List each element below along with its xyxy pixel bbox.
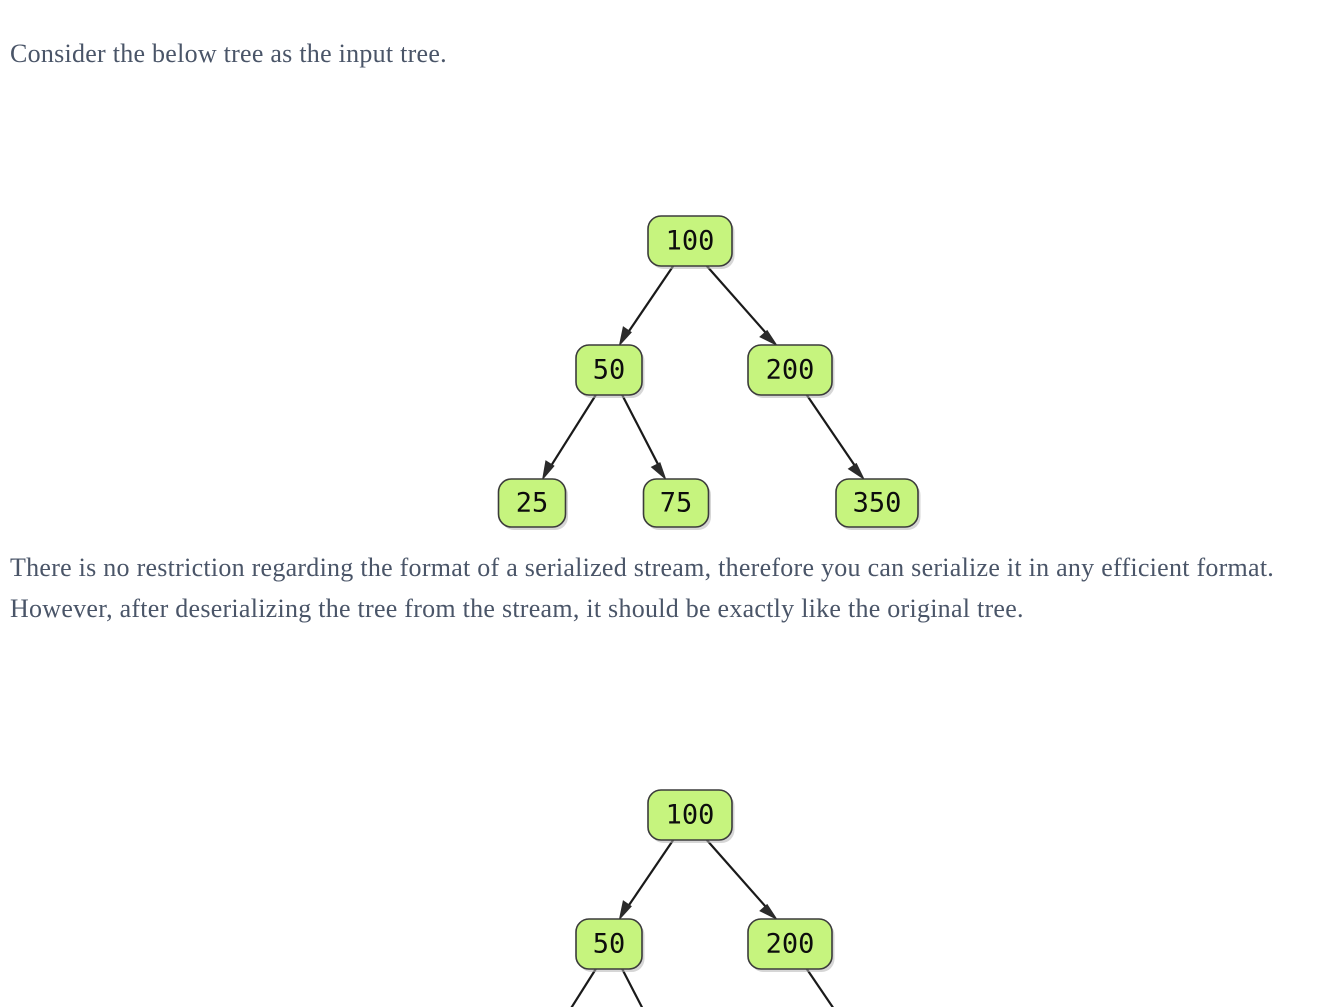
tree-node-75: 75 <box>642 478 711 530</box>
tree-edge-right-to-right-right <box>805 968 834 1007</box>
tree-node-label: 100 <box>666 226 715 257</box>
tree-node-25: 25 <box>497 478 568 530</box>
tree-node-label: 75 <box>660 488 693 519</box>
tree-node-label: 350 <box>853 488 902 519</box>
tree-node-box <box>647 215 733 267</box>
tree-node-box <box>747 918 833 970</box>
tree-edge-left-to-left-left <box>541 394 597 481</box>
tree-node-label: 100 <box>666 800 715 831</box>
tree-node-200: 200 <box>747 344 835 398</box>
binary-tree-diagram-input: 100 50 200 25 75 350 <box>0 100 1334 530</box>
tree-svg-input: 100 50 200 25 75 350 <box>497 215 921 530</box>
tree-node-box <box>575 918 643 970</box>
intro-paragraph: Consider the below tree as the input tre… <box>10 39 447 68</box>
tree-node-label: 200 <box>766 355 815 386</box>
tree-edge-right-to-right-right <box>805 394 866 481</box>
tree-node-box <box>835 478 919 528</box>
tree-edge-root-to-right <box>705 265 778 347</box>
body-paragraph: There is no restriction regarding the fo… <box>10 553 1275 623</box>
tree-edge-left-to-left-right <box>621 968 644 1007</box>
tree-edge-root-to-right <box>705 839 778 921</box>
tree-node-label: 50 <box>593 355 626 386</box>
tree-edge-root-to-left <box>618 839 675 921</box>
tree-node-350: 350 <box>835 478 921 530</box>
tree-node-label: 200 <box>766 929 815 960</box>
tree-node-box <box>747 344 833 396</box>
tree-edge-left-to-left-left <box>570 968 597 1007</box>
tree-node-label: 50 <box>593 929 626 960</box>
tree-node-50: 50 <box>575 344 645 398</box>
tree-edge-root-to-left <box>618 265 675 347</box>
tree-edge-left-to-left-right <box>621 394 667 481</box>
tree-node-box <box>497 478 567 528</box>
tree-node-box <box>575 344 643 396</box>
tree-node-200: 200 <box>747 918 835 972</box>
tree-node-50: 50 <box>575 918 645 972</box>
tree-node-label: 25 <box>516 488 549 519</box>
tree-node-100: 100 <box>647 789 735 843</box>
tree-node-100: 100 <box>647 215 735 269</box>
tree-node-box <box>642 478 710 528</box>
tree-node-box <box>647 789 733 841</box>
